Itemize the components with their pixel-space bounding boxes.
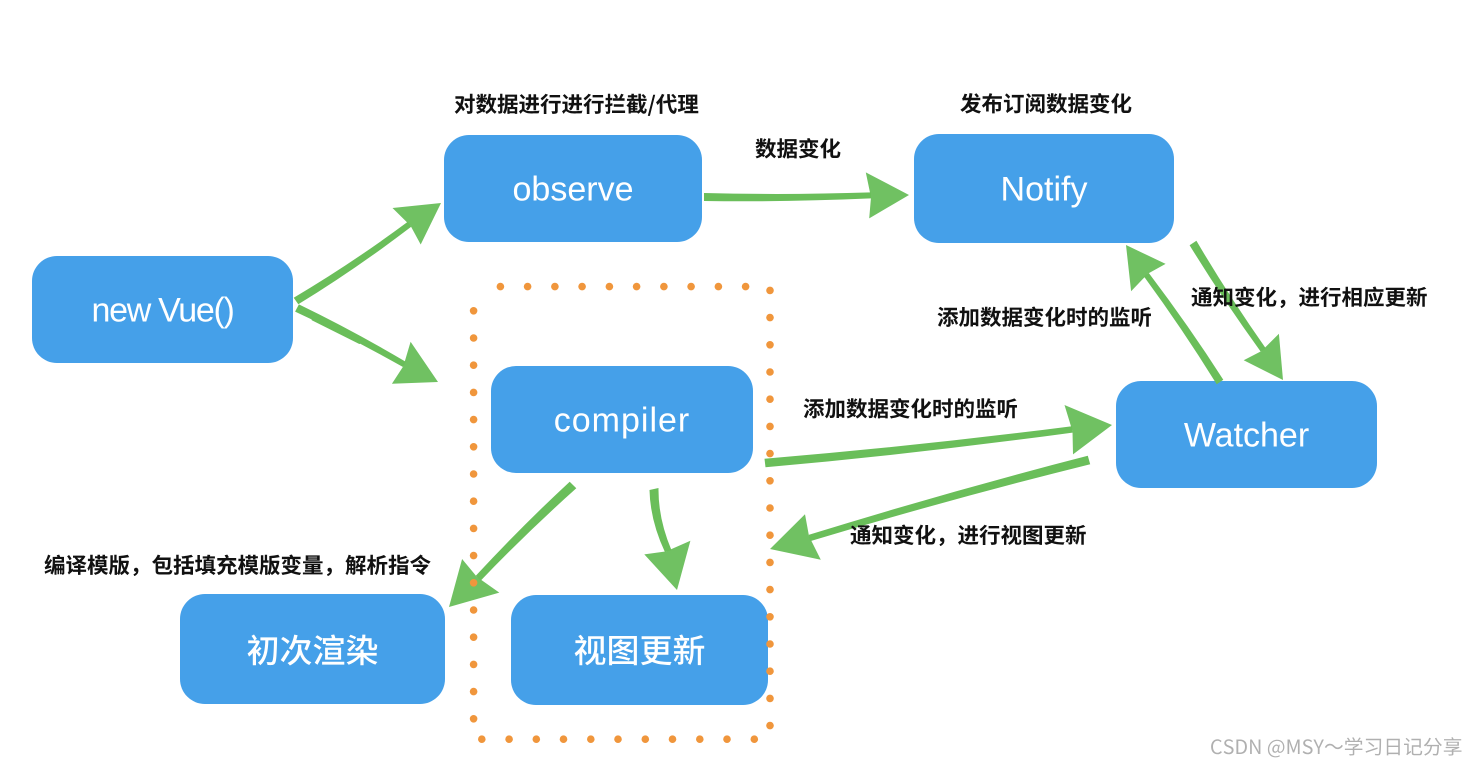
svg-text:compiler: compiler: [554, 402, 690, 440]
svg-text:observe: observe: [513, 171, 634, 209]
svg-text:Watcher: Watcher: [1184, 417, 1309, 455]
svg-text:new Vue(): new Vue(): [92, 292, 234, 330]
svg-text:Notify: Notify: [1001, 171, 1088, 209]
